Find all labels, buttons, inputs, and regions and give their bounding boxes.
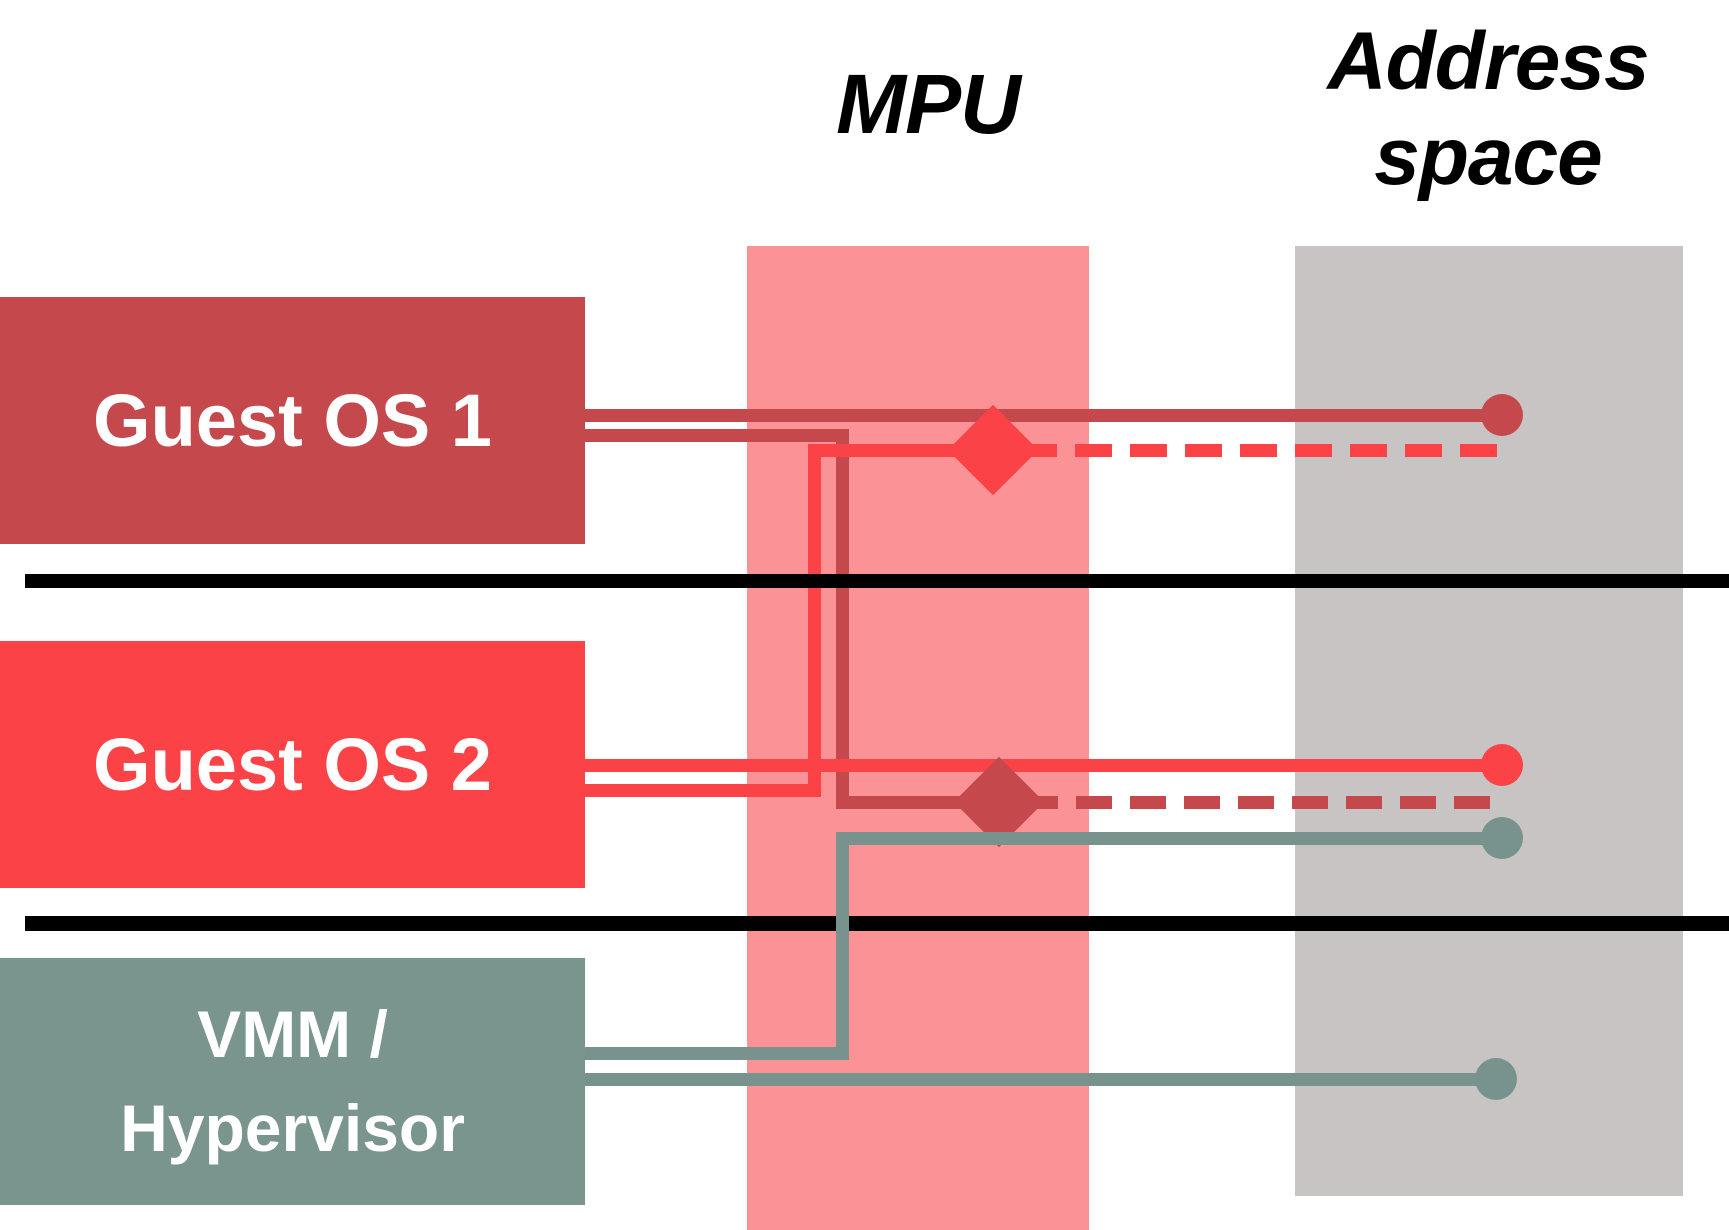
vmm-to-guest2-line-top (836, 832, 1502, 845)
vmm-address-dot (1475, 1058, 1517, 1100)
address-space-title-line2: space (1374, 111, 1603, 203)
vmm-label-line2: Hypervisor (120, 1090, 465, 1165)
guest-os-1-box: Guest OS 1 (0, 297, 585, 544)
guest2-allowed-line (585, 759, 1502, 772)
guest2-blocked-line-horizontal (585, 784, 820, 797)
guest2-denied-dashed-line (1020, 444, 1501, 457)
guest-os-1-label: Guest OS 1 (93, 379, 492, 462)
guest1-address-dot (1481, 394, 1523, 436)
guest1-denied-dashed-line (1022, 796, 1502, 809)
address-space-title-line1: Address (1327, 16, 1649, 107)
vmm-to-guest2-line-vertical (836, 832, 849, 1060)
guest1-allowed-line (585, 409, 1502, 422)
guest2-blocked-line-into-mpu (808, 444, 985, 457)
vmm-guest2-address-dot (1481, 817, 1523, 859)
vmm-allowed-line (585, 1073, 1496, 1086)
guest2-blocked-line-vertical (808, 444, 821, 797)
mpu-title: MPU (836, 57, 1021, 151)
guest-os-2-box: Guest OS 2 (0, 641, 585, 888)
address-space-band (1295, 246, 1683, 1196)
vmm-hypervisor-box: VMM / Hypervisor (0, 958, 585, 1205)
guest-os-2-label: Guest OS 2 (93, 723, 492, 806)
guest1-blocked-line-into-mpu (836, 796, 986, 809)
vmm-label-line1: VMM / (197, 996, 388, 1071)
guest2-address-dot (1481, 744, 1523, 786)
separator-line-2 (25, 916, 1729, 931)
separator-line-1 (25, 574, 1729, 588)
address-space-title: Address space (1258, 14, 1718, 204)
guest1-blocked-line-vertical (836, 429, 849, 809)
vmm-to-guest2-line-horizontal (585, 1047, 849, 1060)
guest1-blocked-line-horizontal (585, 429, 849, 442)
